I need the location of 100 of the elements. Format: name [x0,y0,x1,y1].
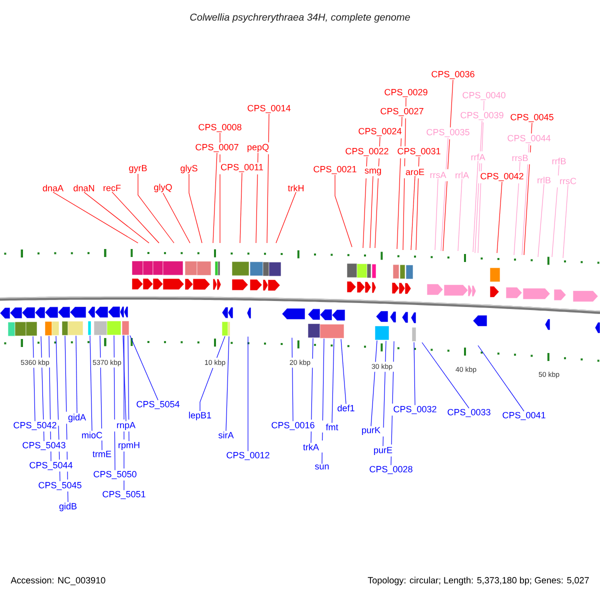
leader-line [334,174,352,248]
gene-label: CPS_5043 [22,442,66,450]
leader-line [370,340,378,426]
leader-line [322,338,324,464]
gene-label: gidA [68,414,86,422]
leader-line [138,174,174,244]
gene-label: CPS_0022 [346,148,388,156]
leader-line [226,336,230,432]
leader-line [100,335,102,450]
leader-line [522,144,530,256]
leader-line [474,120,482,254]
gene-label: lepB1 [189,412,212,420]
gene-label: glyQ [154,184,172,192]
leader-line [422,342,470,408]
leader-line [122,335,126,422]
leader-line [410,176,416,250]
gene-label: dnaA [42,184,64,192]
leader-line [276,192,296,244]
leader-line [310,338,314,444]
gene-label: dnaN [74,184,94,192]
gene-label: CPS_0016 [272,422,314,430]
gene-label: gidB [59,502,77,512]
leader-line [212,152,218,244]
gene-label: rpmH [118,442,140,450]
gene-label: CPS_0032 [394,406,436,414]
gene-label: CPS_0014 [248,104,290,114]
gene-label: CPS_5054 [136,400,180,410]
leader-line [112,192,160,244]
leader-line [32,336,36,422]
gene-label: trkA [303,444,319,450]
leader-line [458,178,462,252]
gene-label: rrsB [512,154,528,162]
leader-line [478,345,524,412]
leader-line [266,114,270,244]
gene-label: CPS_0041 [502,412,546,420]
gene-label: CPS_0008 [198,124,242,132]
gene-label: CPS_0039 [460,112,504,120]
gene-label: CPS_0027 [380,108,424,116]
gene-label: CPS_0045 [510,114,554,122]
leader-line [390,340,394,466]
gene-label: CPS_0036 [432,70,474,80]
leader-line [76,335,78,414]
leader-line [374,136,380,248]
leader-line [562,184,568,258]
leader-line [114,335,116,470]
leader-line [130,335,158,400]
gene-label: CPS_0028 [370,466,412,474]
leader-line [524,122,532,256]
gene-label: recF [104,184,121,192]
leader-line [162,192,190,244]
gene-label: rrfA [471,154,486,160]
leader-line [472,160,478,252]
footer-text: Topology: circular; Length: 5,373,180 bp; Genes: 5,027 [368,576,589,586]
leader-line [382,340,386,446]
leader-line [200,336,226,412]
leader-line [514,162,520,256]
leader-line [370,176,374,248]
gene-label: CPS_0012 [226,452,270,460]
footer-text: Accession: NC_003910 [10,576,106,586]
gene-label: sirA [218,432,234,438]
leader-line [538,184,544,258]
leader-line [52,192,138,244]
gene-label: purE [374,446,392,456]
gene-label: aroE [406,168,424,176]
gene-label: gyrB [129,164,147,174]
leader-line [362,156,368,248]
leader-line [128,335,130,442]
gene-label: CPS_5051 [102,490,146,500]
leader-line [414,342,416,406]
gene-label: rrfB [552,158,566,164]
leader-line [256,152,258,244]
gene-label: fmt [326,424,338,430]
leader-line [396,116,402,250]
gene-label: rrsA [430,172,446,178]
title: Colwellia psychrerythraea 34H, complete genome [190,13,410,23]
gene-label: CPS_0033 [448,408,490,418]
leader-line [416,156,420,250]
leader-line [48,336,52,462]
leader-line [84,192,150,244]
gene-label: mioC [82,432,102,438]
gene-label: CPS_0024 [358,128,402,136]
gene-label: rrlA [456,172,469,178]
gene-label: smg [364,168,381,176]
gene-label: CPS_5044 [30,462,72,470]
gene-label: CPS_0040 [462,92,506,100]
leader-line [434,178,438,250]
gene-label: CPS_0021 [314,166,356,174]
gene-label: glyS [180,164,198,174]
leader-line [442,80,454,252]
gene-label: CPS_5045 [38,482,82,490]
gene-label: trkH [288,184,304,192]
leader-line [402,98,406,250]
gene-label: CPS_0035 [426,128,470,138]
gene-label: def1 [338,404,354,412]
leader-line [56,336,60,482]
gene-label: CPS_0044 [508,134,550,144]
leader-line [188,174,202,244]
gene-label: trmE [92,450,112,458]
leader-line [240,172,242,244]
gene-label: CPS_5050 [94,470,136,480]
